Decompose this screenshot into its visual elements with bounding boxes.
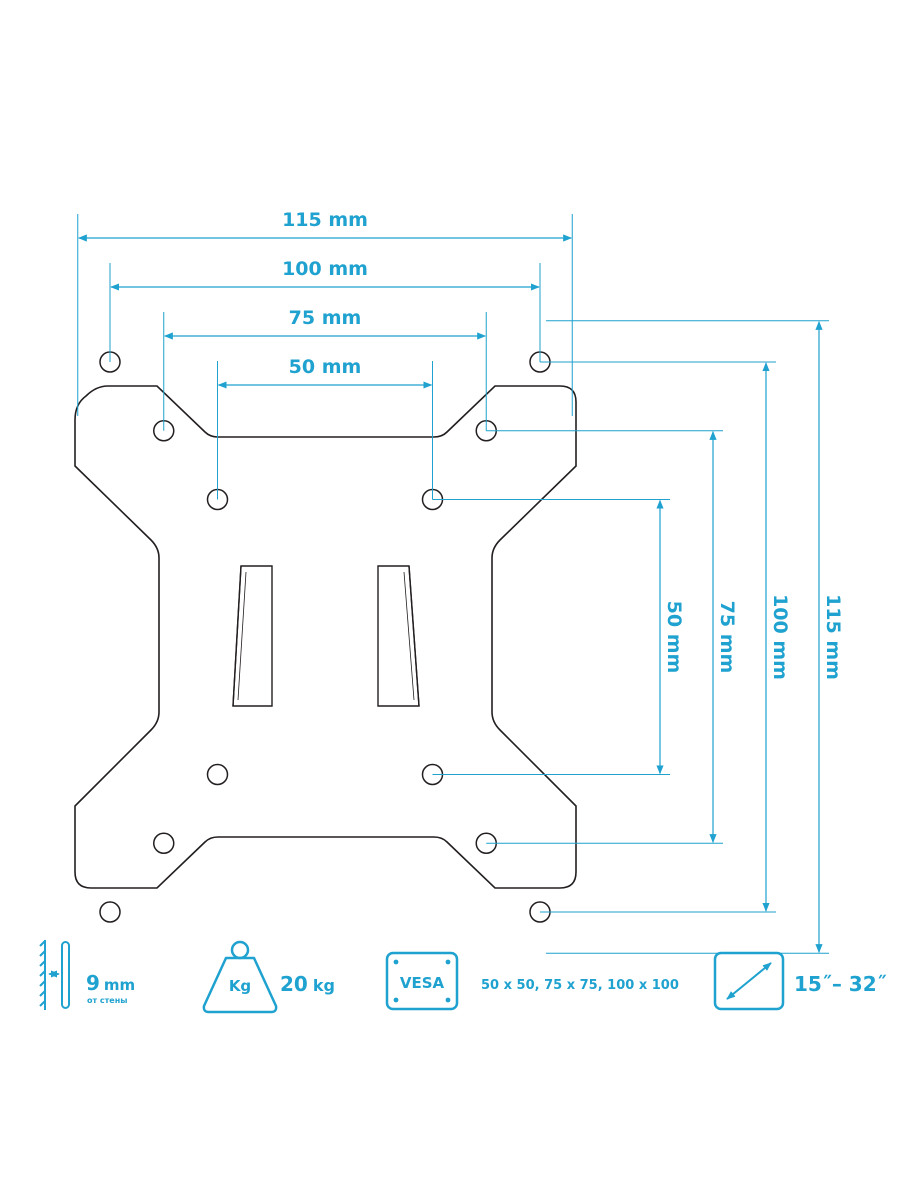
dimension-label-horizontal: 100 mm	[282, 258, 368, 280]
dimension-label-vertical: 50 mm	[663, 601, 685, 674]
wall-distance-icon	[39, 940, 70, 1010]
dimension-label-vertical: 115 mm	[822, 594, 844, 680]
vesa-patterns: 50 x 50, 75 x 75, 100 x 100	[481, 978, 679, 993]
vesa-icon	[385, 951, 459, 1011]
wall-distance-note: от стены	[87, 996, 127, 1005]
plate-slot-right	[377, 565, 420, 707]
weight-icon	[202, 940, 278, 1014]
mount-hole-75	[153, 832, 175, 854]
dimension-label-horizontal: 50 mm	[289, 356, 362, 378]
dimension-label-horizontal: 115 mm	[282, 209, 368, 231]
dimension-lines: 115 mm 100 mm 75 mm 50 mm 50 mm 75 mm 100 mm 11…	[77, 209, 844, 954]
screen-diagonal-icon	[713, 951, 785, 1011]
screen-size-value: 15˝– 32˝	[794, 972, 887, 996]
vesa-icon-label: VESA	[400, 974, 445, 992]
mount-hole-100	[99, 901, 121, 923]
mount-hole-50	[206, 763, 229, 786]
mount-plate	[74, 385, 577, 889]
dimension-label-horizontal: 75 mm	[289, 307, 362, 329]
dimension-label-vertical: 100 mm	[769, 594, 791, 680]
dimension-label-vertical: 75 mm	[716, 601, 738, 674]
weight-icon-label: Kg	[229, 977, 251, 995]
plate-slot-left	[232, 565, 273, 707]
